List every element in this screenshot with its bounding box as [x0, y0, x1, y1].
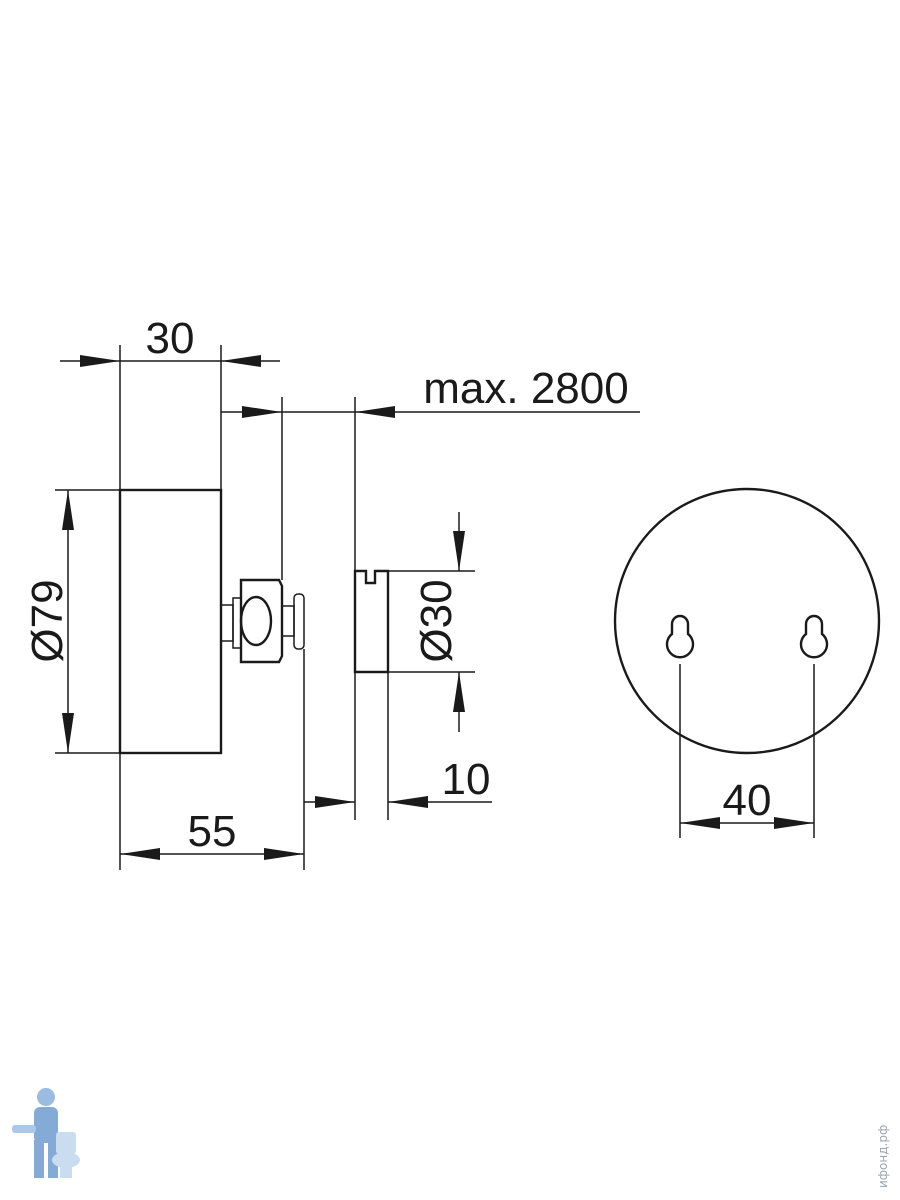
housing-body — [118, 488, 223, 755]
front-view: 40 — [613, 487, 881, 838]
dimension-label-40: 40 — [723, 776, 772, 825]
side-view: 30 max. 2800 Ø79 Ø30 — [23, 314, 640, 870]
cord-clamp — [220, 578, 305, 664]
plumber-with-toilet-icon — [12, 1088, 80, 1178]
wall-hook — [353, 569, 390, 674]
keyhole-slot-right — [799, 614, 829, 659]
dimension-width-30: 30 — [60, 314, 280, 367]
watermark-text: ифонд.рф — [876, 1125, 890, 1188]
keyhole-slot-left — [665, 614, 695, 659]
dimension-label-diameter-30: Ø30 — [412, 579, 461, 662]
dimension-diameter-79: Ø79 — [23, 490, 74, 753]
dimension-depth-55: 55 — [120, 807, 304, 860]
back-plate-circle — [613, 487, 881, 755]
dimension-label-10: 10 — [442, 755, 491, 804]
dimension-depth-10: 10 — [304, 755, 492, 808]
dimension-label-diameter-79: Ø79 — [23, 579, 72, 662]
dimension-diameter-30: Ø30 — [412, 512, 465, 732]
dimension-label-30: 30 — [146, 314, 195, 363]
dimension-max-length: max. 2800 — [221, 364, 640, 418]
dimension-label-55: 55 — [188, 807, 237, 856]
dimension-label-max-2800: max. 2800 — [423, 364, 628, 413]
dimension-hole-spacing-40: 40 — [680, 776, 814, 829]
